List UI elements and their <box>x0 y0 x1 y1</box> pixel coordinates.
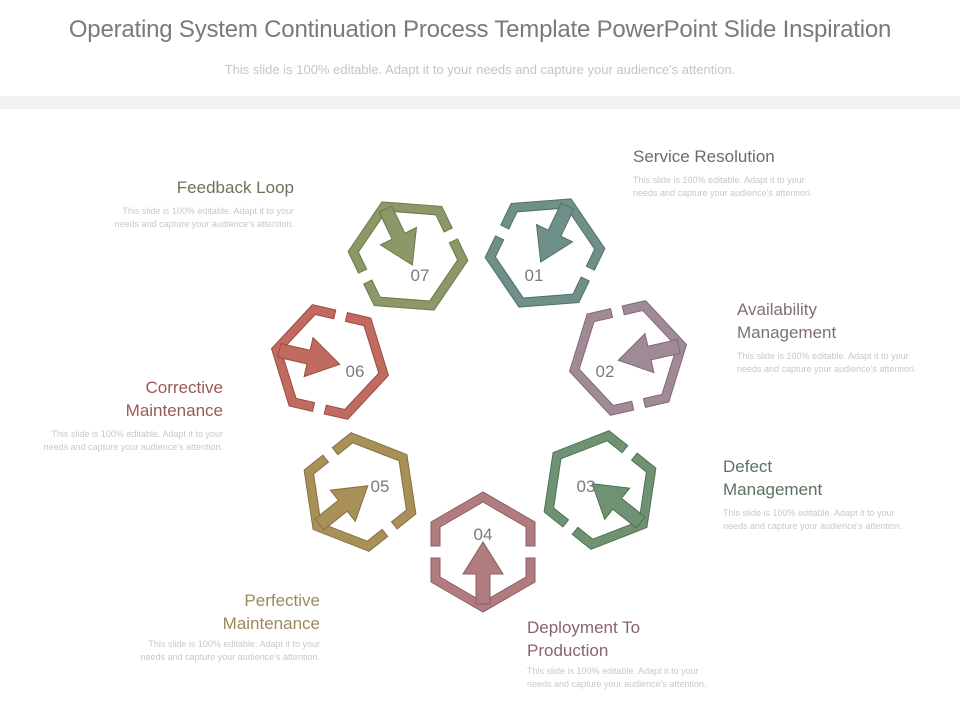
step-05-number: 05 <box>371 477 390 496</box>
step-01-hexagon <box>471 175 619 331</box>
step-03-hexagon <box>520 411 680 569</box>
step-06-number: 06 <box>346 362 365 381</box>
step-03-title-line2: Management <box>723 480 823 499</box>
step-04-hexagon <box>430 491 536 613</box>
step-07-description: This slide is 100% editable. Adapt it to… <box>114 206 294 229</box>
step-01-label: Service Resolution This slide is 100% ed… <box>633 145 823 200</box>
step-05-label: Perfective Maintenance This slide is 100… <box>130 589 320 664</box>
step-02-hexagon <box>557 293 699 423</box>
step-02-title-line2: Management <box>737 323 837 342</box>
step-05-description: This slide is 100% editable. Adapt it to… <box>140 639 320 662</box>
step-04-title-line1: Deployment To <box>527 618 641 637</box>
step-07-number: 07 <box>411 266 430 285</box>
step-01-title: Service Resolution <box>633 147 775 166</box>
step-05-title-line1: Perfective <box>244 591 320 610</box>
step-04-label: Deployment To Production This slide is 1… <box>527 616 717 691</box>
step-05-title-line2: Maintenance <box>222 614 320 633</box>
slide-subtitle: This slide is 100% editable. Adapt it to… <box>224 62 736 77</box>
step-06-title-line1: Corrective <box>145 378 223 397</box>
step-02-description: This slide is 100% editable. Adapt it to… <box>737 351 917 374</box>
step-05-hexagon <box>280 413 440 571</box>
step-07-label: Feedback Loop This slide is 100% editabl… <box>104 176 294 231</box>
step-01-description: This slide is 100% editable. Adapt it to… <box>633 175 813 198</box>
step-01-number: 01 <box>525 266 544 285</box>
step-03-number: 03 <box>577 477 596 496</box>
step-07-hexagon <box>334 178 482 334</box>
step-04-title-line2: Production <box>527 641 609 660</box>
step-04-description: This slide is 100% editable. Adapt it to… <box>527 666 707 689</box>
slide-title: Operating System Continuation Process Te… <box>68 16 892 43</box>
step-03-title-line1: Defect <box>723 457 773 476</box>
step-06-title-line2: Maintenance <box>125 401 223 420</box>
header-divider-band <box>0 96 960 109</box>
step-06-description: This slide is 100% editable. Adapt it to… <box>43 429 223 452</box>
step-06-hexagon <box>259 297 401 427</box>
step-07-title: Feedback Loop <box>176 178 294 197</box>
step-06-label: Corrective Maintenance This slide is 100… <box>33 376 223 454</box>
step-03-label: Defect Management This slide is 100% edi… <box>723 455 913 533</box>
step-02-title-line1: Availability <box>737 300 818 319</box>
step-02-label: Availability Management This slide is 10… <box>737 298 927 376</box>
step-02-number: 02 <box>596 362 615 381</box>
step-04-number: 04 <box>474 525 493 544</box>
step-03-description: This slide is 100% editable. Adapt it to… <box>723 508 903 531</box>
slide-header: Operating System Continuation Process Te… <box>0 0 960 96</box>
